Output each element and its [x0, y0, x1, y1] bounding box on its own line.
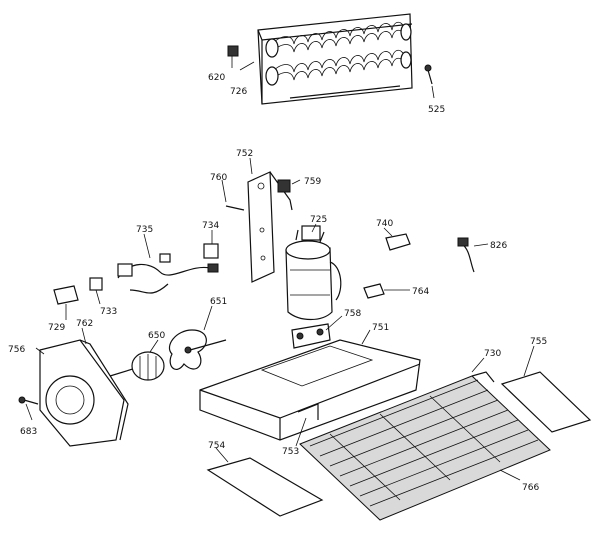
- screw-760: [225, 205, 245, 211]
- callout-760: 760: [210, 173, 227, 183]
- callout-752: 752: [236, 149, 253, 159]
- callout-725: 725: [310, 215, 327, 225]
- base-pan: [199, 339, 421, 441]
- screw-683: [18, 396, 39, 405]
- callout-726: 726: [230, 87, 247, 97]
- callout-740: 740: [376, 219, 393, 229]
- plug-734: [203, 243, 219, 259]
- callout-620: 620: [208, 73, 225, 83]
- mounting-grommets-758: [291, 323, 331, 349]
- callout-735: 735: [136, 225, 153, 235]
- terminal-cover-764: [363, 283, 385, 299]
- callout-734: 734: [202, 221, 219, 231]
- callout-730: 730: [484, 349, 501, 359]
- clip-620: [227, 45, 239, 57]
- condenser-coil: [257, 13, 413, 105]
- callout-683: 683: [20, 427, 37, 437]
- capacitor-729: [53, 285, 79, 305]
- callout-762: 762: [76, 319, 93, 329]
- callout-759: 759: [304, 177, 321, 187]
- grommet-759: [277, 179, 291, 193]
- callout-758: 758: [344, 309, 361, 319]
- callout-733: 733: [100, 307, 117, 317]
- callout-751: 751: [372, 323, 389, 333]
- screw-525: [424, 64, 433, 85]
- callout-764: 764: [412, 287, 429, 297]
- compressor: [285, 229, 342, 321]
- callout-766: 766: [522, 483, 539, 493]
- callout-729: 729: [48, 323, 65, 333]
- panel-755: [500, 371, 592, 433]
- callout-753: 753: [282, 447, 299, 457]
- fan-blade: [168, 329, 227, 370]
- callout-525: 525: [428, 105, 445, 115]
- callout-651: 651: [210, 297, 227, 307]
- callout-754: 754: [208, 441, 225, 451]
- wire-harness-826: [457, 237, 475, 273]
- fan-shroud: [39, 339, 129, 447]
- relay-725: [301, 225, 321, 241]
- callout-650: 650: [148, 331, 165, 341]
- compressor-bracket: [247, 171, 293, 283]
- callout-755: 755: [530, 337, 547, 347]
- fan-motor: [109, 351, 165, 381]
- clamp-740: [385, 233, 411, 251]
- strap-753: [297, 403, 319, 420]
- wiring-harness-735: [117, 253, 219, 294]
- panel-754: [206, 457, 324, 517]
- callout-756: 756: [8, 345, 25, 355]
- connector-733: [89, 277, 103, 291]
- evaporator-coil: [299, 371, 551, 521]
- leader-lines: [25, 56, 535, 481]
- callout-826: 826: [490, 241, 507, 251]
